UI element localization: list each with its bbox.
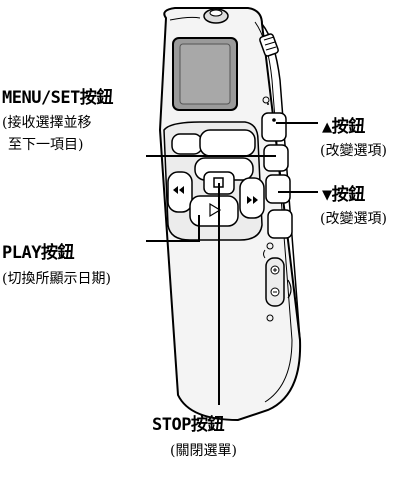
- fast-forward-button[interactable]: [239, 177, 265, 219]
- down-desc: (改變選項): [320, 211, 387, 227]
- rewind-icon: [173, 186, 184, 194]
- volume-slider[interactable]: [265, 257, 285, 307]
- rewind-button[interactable]: [167, 171, 193, 213]
- play-label: PLAY按鈕: [2, 243, 74, 263]
- down-label: ▼按鈕: [322, 185, 365, 205]
- menu-set-label: MENU/SET按鈕: [2, 88, 113, 108]
- menu-set-leader: [146, 155, 276, 157]
- up-leader: [276, 122, 318, 124]
- fast-forward-icon: [247, 196, 258, 204]
- up-button[interactable]: [261, 112, 287, 142]
- play-desc: (切換所顯示日期): [2, 271, 111, 287]
- rec-button[interactable]: [171, 133, 203, 155]
- down-button[interactable]: [265, 174, 291, 204]
- play-leader-h: [146, 240, 200, 242]
- side-button-2[interactable]: [263, 144, 289, 172]
- menu-set-desc-1: (接收選擇並移: [2, 115, 92, 131]
- menu-set-desc-2: 至下一項目): [8, 137, 84, 153]
- play-icon: [209, 202, 222, 218]
- side-button-4[interactable]: [267, 209, 293, 239]
- stop-leader: [218, 183, 220, 405]
- stop-desc: (關閉選單): [170, 443, 237, 459]
- up-desc: (改變選項): [320, 143, 387, 159]
- play-button[interactable]: [189, 195, 239, 227]
- play-leader-v: [198, 215, 200, 242]
- stop-label: STOP按鈕: [152, 415, 224, 435]
- down-leader: [278, 191, 318, 193]
- up-label: ▲按鈕: [322, 117, 365, 137]
